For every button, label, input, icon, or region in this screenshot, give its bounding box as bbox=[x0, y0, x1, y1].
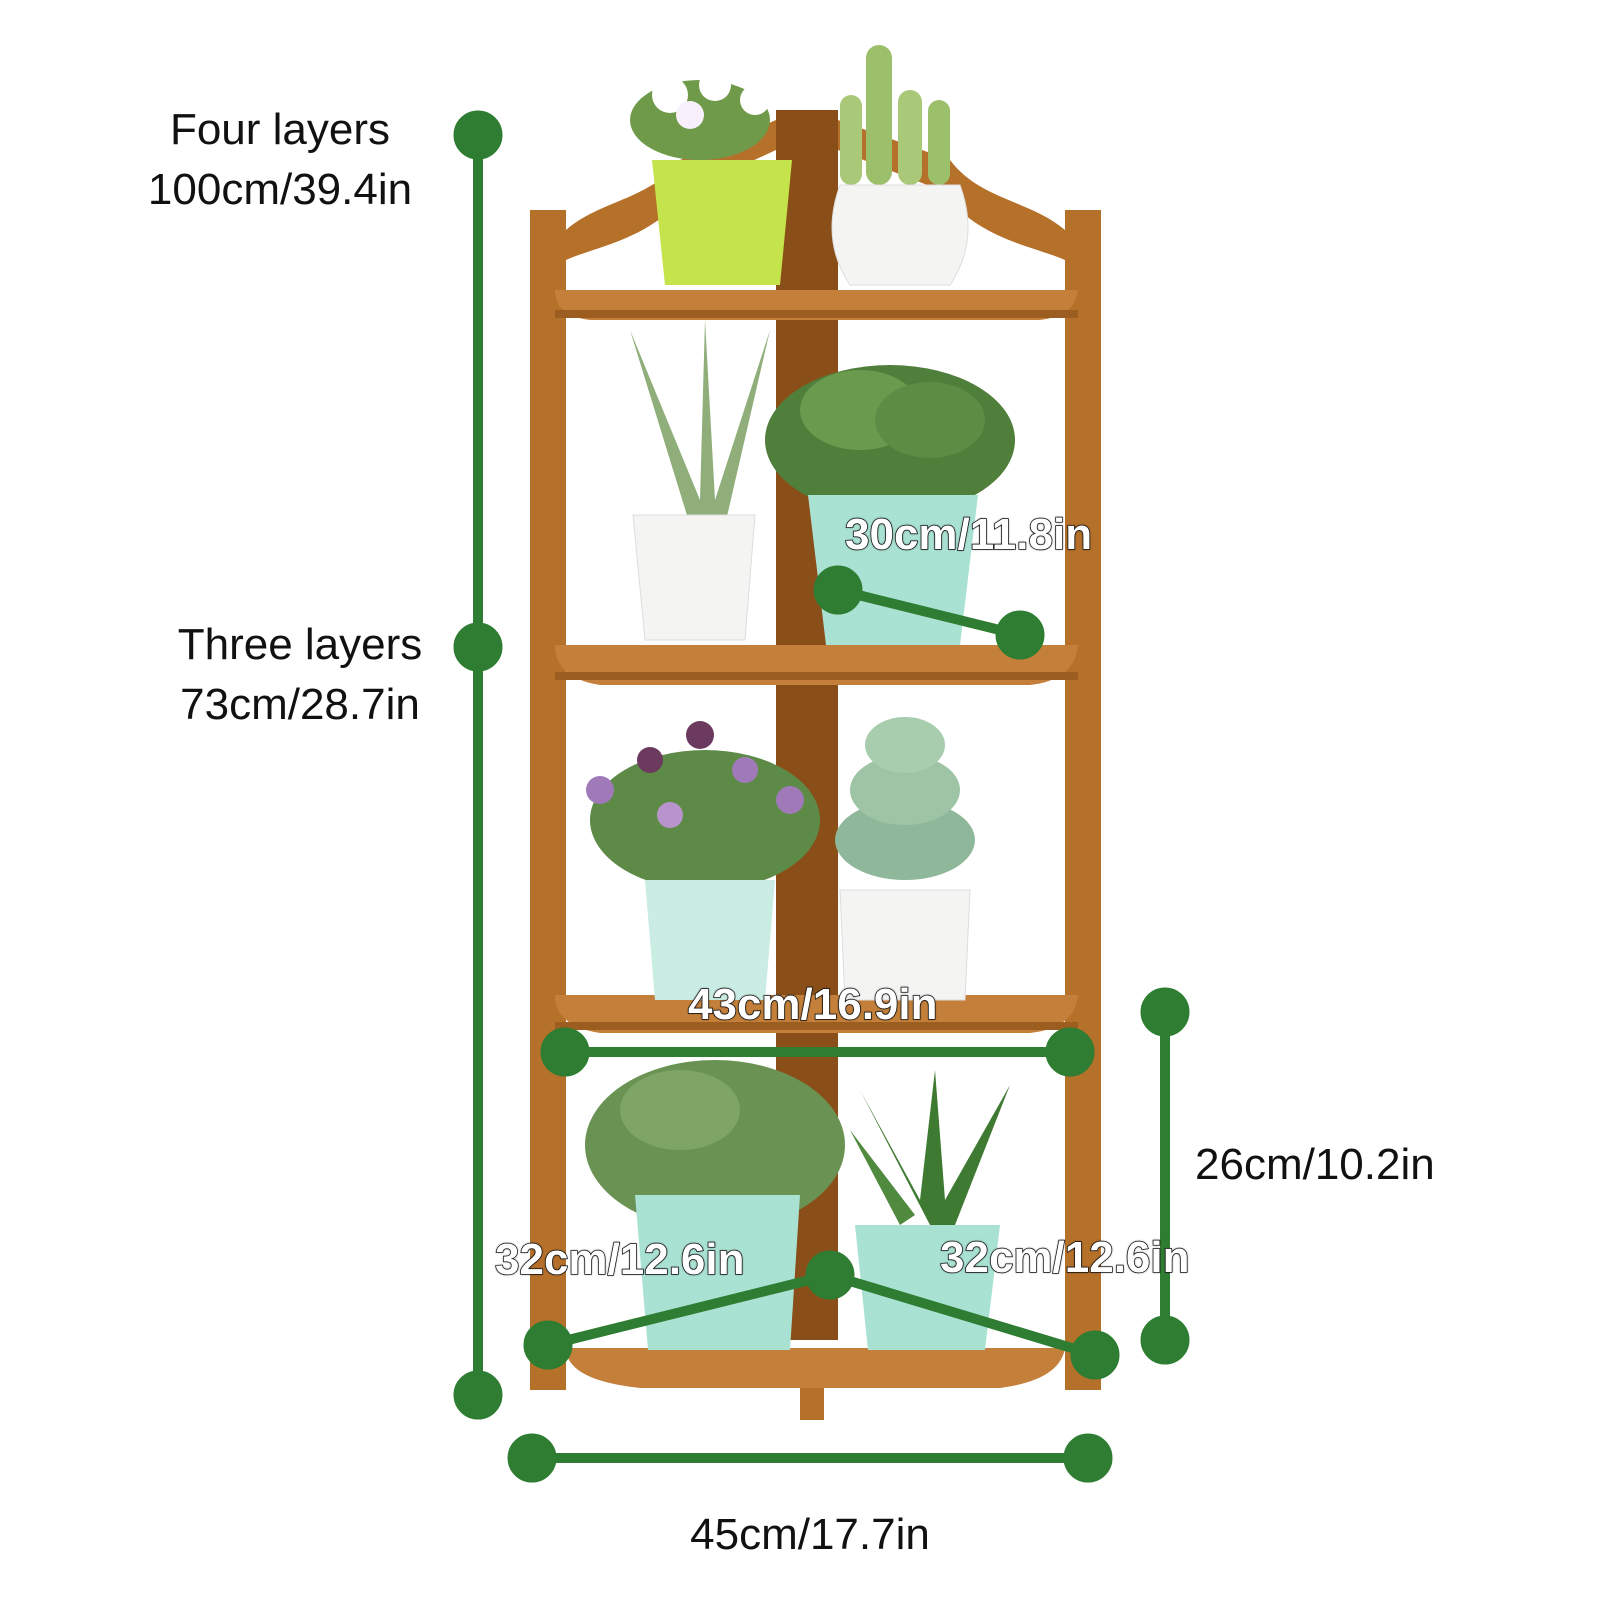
four-layers-value: 100cm/39.4in bbox=[147, 165, 413, 214]
green-dot-icon bbox=[507, 1433, 557, 1483]
side-left-label: 32cm/12.6in bbox=[494, 1234, 745, 1285]
side-right-label: 32cm/12.6in bbox=[939, 1232, 1190, 1283]
plants bbox=[585, 45, 1015, 1350]
dimension-markers bbox=[453, 110, 1190, 1483]
green-dot-icon bbox=[523, 1320, 573, 1370]
side-line-right bbox=[828, 1270, 1097, 1360]
green-dot-icon bbox=[1045, 1027, 1095, 1077]
plant-aloe-white-pot bbox=[630, 320, 770, 641]
four-layers-title: Four layers bbox=[169, 105, 391, 154]
green-dot-icon bbox=[540, 1027, 590, 1077]
layer-spacing-label: 26cm/10.2in bbox=[1195, 1140, 1435, 1189]
green-dot-icon bbox=[453, 1370, 503, 1420]
plant-purple-flowers-mint-pot bbox=[586, 721, 820, 1000]
shelf-depth-label: 30cm/11.8in bbox=[844, 509, 1093, 560]
plant-flower-lime-pot bbox=[630, 69, 792, 285]
plant-cactus-white-pot bbox=[831, 45, 969, 286]
plant-succulent-white-pot bbox=[835, 717, 975, 1001]
green-dot-icon bbox=[453, 622, 503, 672]
shelf-4 bbox=[566, 1348, 1065, 1388]
green-dot-icon bbox=[1140, 1315, 1190, 1365]
green-dot-icon bbox=[813, 565, 863, 615]
plant-bush-mint-pot bbox=[585, 1060, 845, 1350]
green-dot-icon bbox=[453, 110, 503, 160]
green-dot-icon bbox=[995, 610, 1045, 660]
shelf-width-label: 43cm/16.9in bbox=[687, 979, 938, 1030]
right-leg bbox=[1065, 210, 1101, 1390]
green-dot-icon bbox=[1140, 987, 1190, 1037]
shelf-1-edge bbox=[555, 310, 1078, 318]
shelf-2-edge bbox=[555, 672, 1078, 680]
three-layers-value: 73cm/28.7in bbox=[180, 680, 420, 729]
green-dot-icon bbox=[1063, 1433, 1113, 1483]
corner-shelf-unit bbox=[530, 110, 1101, 1420]
base-width-label: 45cm/17.7in bbox=[690, 1510, 930, 1559]
green-dot-icon bbox=[805, 1250, 855, 1300]
three-layers-title: Three layers bbox=[177, 620, 423, 669]
depth-line bbox=[836, 585, 1022, 640]
shelf-3-edge bbox=[555, 1022, 1078, 1030]
side-line-left bbox=[546, 1270, 832, 1350]
green-dot-icon bbox=[1070, 1330, 1120, 1380]
left-leg bbox=[530, 210, 566, 1390]
plant-leafy-mint-pot bbox=[765, 365, 1015, 645]
